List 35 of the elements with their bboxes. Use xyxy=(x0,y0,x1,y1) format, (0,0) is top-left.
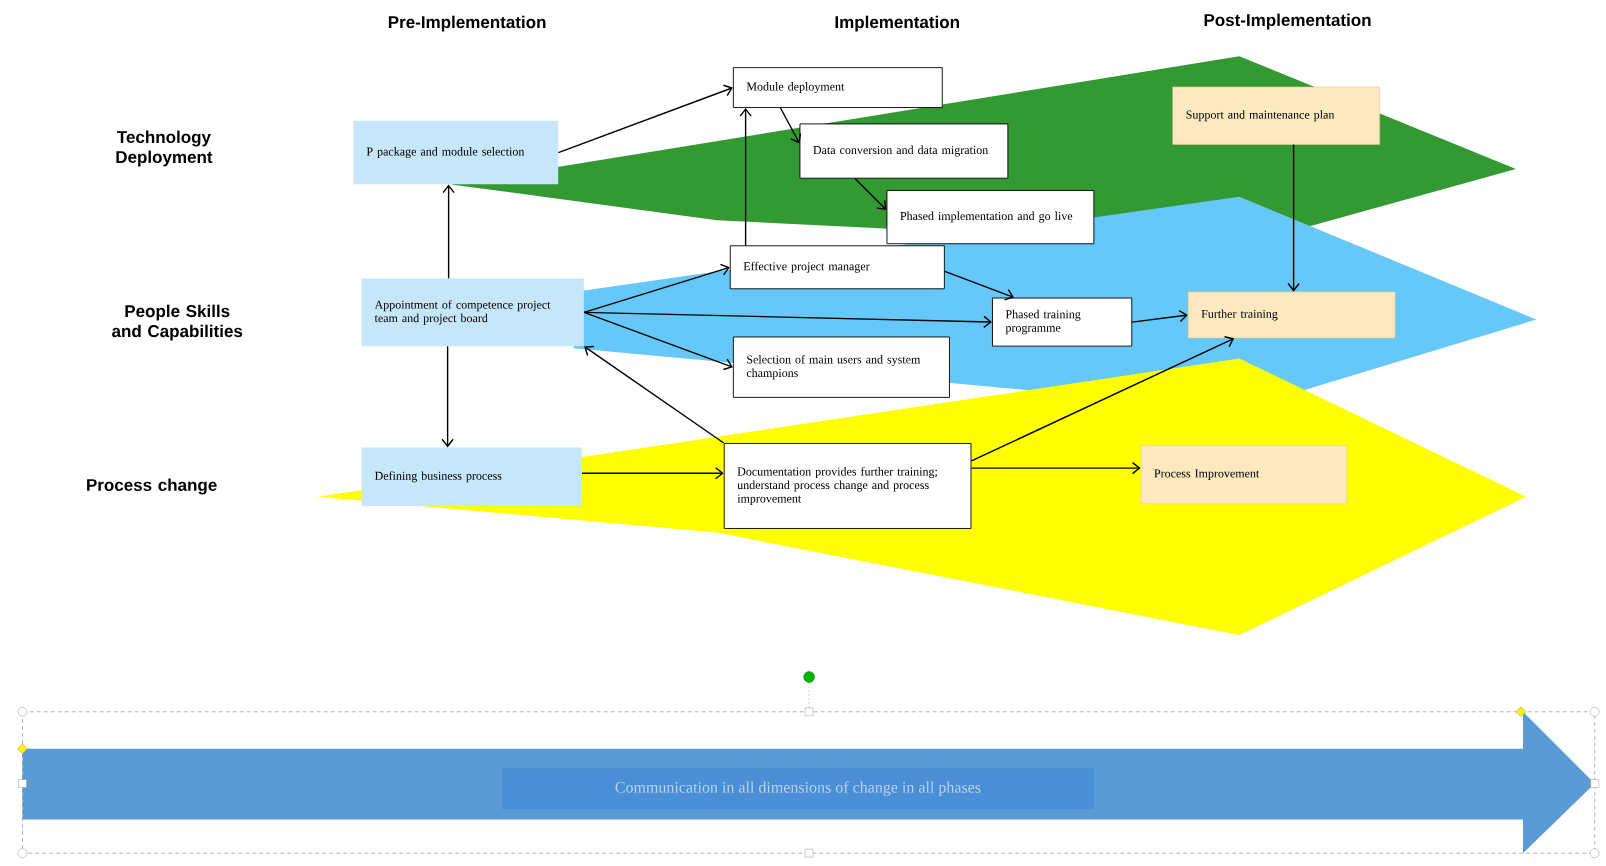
column-heading: Implementation xyxy=(835,15,959,32)
process-box: Data conversion and data migration xyxy=(799,123,1009,179)
arrow xyxy=(1131,309,1188,323)
column-heading: Post-Implementation xyxy=(1204,13,1371,30)
process-box: Documentation provides further training; understand process change and process improvement xyxy=(723,443,972,529)
process-box: Selection of main users and system champions xyxy=(732,336,950,398)
process-box: Module deployment xyxy=(732,67,943,108)
arrow xyxy=(854,178,887,210)
arrow xyxy=(779,107,802,144)
column-heading: Pre-Implementation xyxy=(388,15,546,32)
arrow xyxy=(970,461,1141,475)
arrow xyxy=(442,184,455,280)
arrow xyxy=(944,270,1014,301)
process-box: Appointment of competence project team and project board xyxy=(361,278,584,347)
arrow xyxy=(581,467,724,480)
arrow xyxy=(1287,144,1300,292)
process-box: Further training xyxy=(1187,291,1396,339)
arrow xyxy=(441,345,454,448)
row-heading: Process change xyxy=(87,478,217,495)
process-box: Effective project manager xyxy=(729,245,945,290)
row-heading: Technology Deployment xyxy=(116,130,213,167)
process-box: P package and module selection xyxy=(353,120,559,185)
arrow xyxy=(583,311,992,329)
row-heading: People Skills and Capabilities xyxy=(112,304,243,341)
arrow xyxy=(583,263,730,314)
process-box: Defining business process xyxy=(361,447,582,506)
process-box: Phased training programme xyxy=(992,297,1133,347)
arrow xyxy=(583,311,733,371)
arrow xyxy=(557,84,733,154)
arrow xyxy=(739,108,752,247)
process-box: Phased implementation and go live xyxy=(886,190,1095,245)
process-box: Process Improvement xyxy=(1140,445,1348,505)
arrow xyxy=(584,345,725,444)
process-box: Support and maintenance plan xyxy=(1172,86,1380,145)
arrow xyxy=(970,336,1235,462)
